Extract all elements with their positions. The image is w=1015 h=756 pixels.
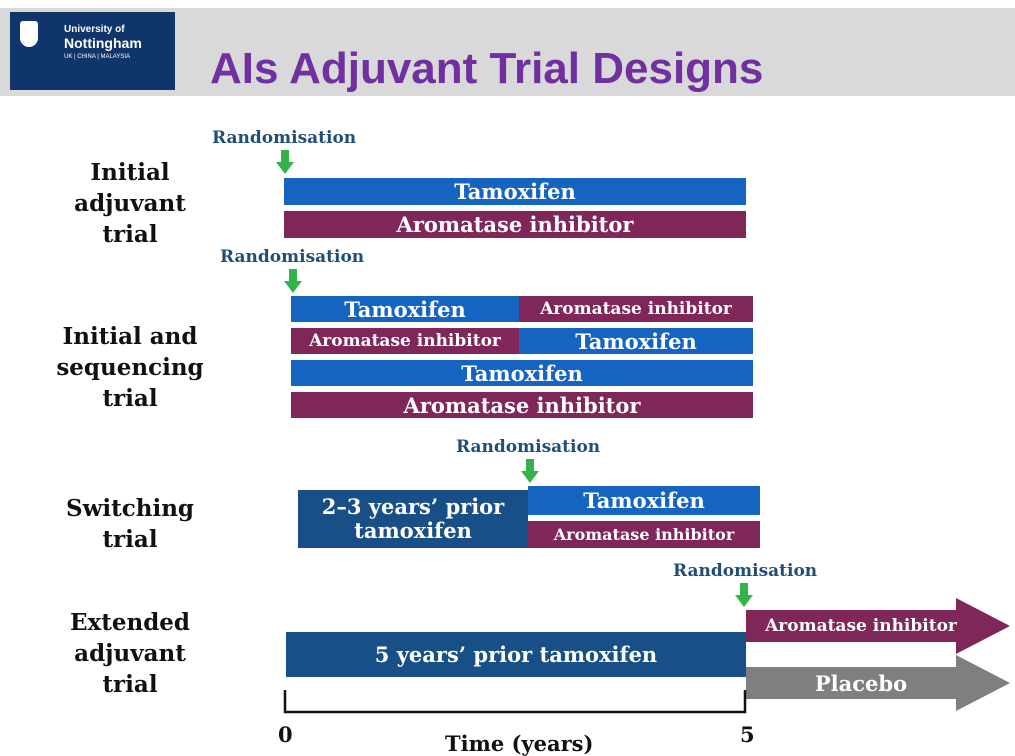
randomisation-arrow-icon [735, 583, 753, 607]
randomisation-label: Randomisation [212, 128, 357, 148]
randomisation-label: Randomisation [220, 247, 365, 267]
time-axis-bracket [283, 690, 747, 714]
page-title: AIs Adjuvant Trial Designs [210, 44, 764, 93]
axis-title: Time (years) [445, 731, 594, 756]
aromatase-inhibitor-bar: Aromatase inhibitor [519, 296, 753, 322]
aromatase-inhibitor-arrow [746, 598, 1010, 654]
aromatase-inhibitor-bar: Aromatase inhibitor [284, 211, 746, 238]
trial-label-initial-sequencing: Initial and sequencing trial [56, 323, 204, 412]
tamoxifen-bar: Tamoxifen [528, 486, 760, 515]
axis-start-label: 0 [278, 722, 293, 747]
prior-tamoxifen-bar: 5 years’ prior tamoxifen [286, 632, 746, 677]
placebo-arrow [746, 655, 1010, 711]
trial-label-extended-adjuvant: Extended adjuvant trial [69, 609, 191, 698]
logo-line-1: University of [64, 24, 125, 35]
tamoxifen-bar: Tamoxifen [291, 360, 753, 386]
logo-line-2: Nottingham [64, 35, 142, 51]
randomisation-arrow-icon [284, 269, 302, 293]
axis-end-label: 5 [740, 722, 755, 747]
aromatase-inhibitor-bar: Aromatase inhibitor [291, 392, 753, 418]
aromatase-inhibitor-bar: Aromatase inhibitor [528, 521, 760, 548]
tamoxifen-bar: Tamoxifen [284, 178, 746, 205]
logo-line-3: UK | CHINA | MALAYSIA [64, 54, 131, 60]
aromatase-inhibitor-bar: Aromatase inhibitor [291, 328, 519, 354]
trial-label-initial-adjuvant: Initial adjuvant trial [74, 159, 186, 248]
tamoxifen-bar: Tamoxifen [291, 296, 519, 322]
university-logo: University of Nottingham UK | CHINA | MA… [10, 12, 175, 90]
prior-tamoxifen-bar: 2–3 years’ prior tamoxifen [298, 490, 528, 548]
header-banner: University of Nottingham UK | CHINA | MA… [0, 8, 1015, 96]
placebo-arrow-label: Placebo [814, 670, 908, 696]
trial-label-switching: Switching trial [65, 495, 195, 553]
randomisation-label: Randomisation [673, 561, 818, 581]
randomisation-arrow-icon [276, 150, 294, 174]
aromatase-inhibitor-arrow-label: Aromatase inhibitor [765, 616, 957, 636]
randomisation-label: Randomisation [456, 437, 601, 457]
tamoxifen-bar: Tamoxifen [519, 328, 753, 354]
randomisation-arrow-icon [521, 459, 539, 483]
crest-icon [20, 21, 38, 47]
